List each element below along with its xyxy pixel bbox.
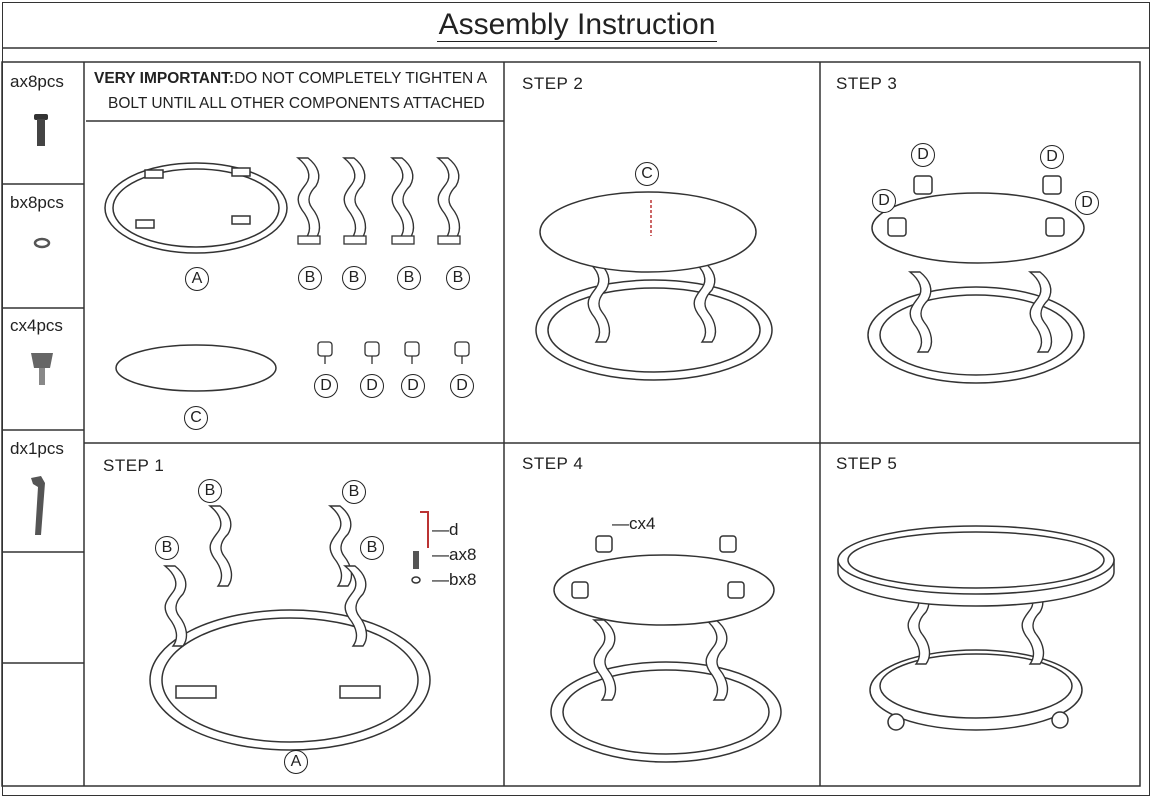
part-d-feet (317, 341, 470, 364)
label-c: C (184, 406, 208, 430)
label-b-3: B (397, 266, 421, 290)
step1-label-b-4: B (360, 536, 384, 560)
label-b-1: B (298, 266, 322, 290)
step1-hw-d: —d (432, 520, 459, 539)
step1-label-a: A (284, 750, 308, 774)
label-b-4: B (446, 266, 470, 290)
washer-icon (33, 237, 51, 249)
label-d-1: D (314, 374, 338, 398)
step1-hw-b: —bx8 (432, 570, 477, 589)
step3-label-d-3: D (872, 189, 896, 213)
foot-screw-icon (31, 353, 53, 385)
label-d-3: D (401, 374, 425, 398)
step1-label-b-1: B (198, 479, 222, 503)
label-d-4: D (450, 374, 474, 398)
step3-label-d-4: D (1075, 191, 1099, 215)
label-d-2: D (360, 374, 384, 398)
part-b-legs (297, 157, 461, 245)
step1-hw-a: —ax8 (432, 545, 477, 564)
label-a: A (185, 267, 209, 291)
part-label-b: bx8pcs (10, 193, 64, 212)
step1-label-b-3: B (155, 536, 179, 560)
part-a-ring (104, 162, 288, 254)
page-title: Assembly Instruction (436, 8, 718, 42)
step4-table (550, 535, 782, 763)
step1-assembly (149, 505, 431, 751)
warning-line1: DO NOT COMPLETELY TIGHTEN A (234, 70, 488, 87)
warning-text: VERY IMPORTANT:DO NOT COMPLETELY TIGHTEN… (94, 66, 506, 116)
step-1-label: STEP 1 (103, 456, 165, 475)
allen-key-icon (31, 476, 45, 535)
step3-label-d-2: D (1040, 145, 1064, 169)
label-b-2: B (342, 266, 366, 290)
part-label-d: dx1pcs (10, 439, 64, 458)
step-3-label: STEP 3 (836, 74, 898, 93)
step3-label-d-1: D (911, 143, 935, 167)
step2-label-c: C (635, 162, 659, 186)
part-label-c: cx4pcs (10, 316, 63, 335)
bolt-icon (34, 114, 48, 146)
step3-table (867, 175, 1085, 384)
step-4-label: STEP 4 (522, 454, 584, 473)
warning-line2: BOLT UNTIL ALL OTHER COMPONENTS ATTACHED (108, 95, 485, 112)
step-5-label: STEP 5 (836, 454, 898, 473)
part-label-a: ax8pcs (10, 72, 64, 91)
step1-label-b-2: B (342, 480, 366, 504)
step5-table (837, 525, 1115, 731)
warning-strong: VERY IMPORTANT: (94, 70, 235, 87)
part-c-top (115, 344, 277, 392)
step-2-label: STEP 2 (522, 74, 584, 93)
step2-table (535, 191, 773, 381)
step4-hw-c: —cx4 (612, 514, 656, 533)
